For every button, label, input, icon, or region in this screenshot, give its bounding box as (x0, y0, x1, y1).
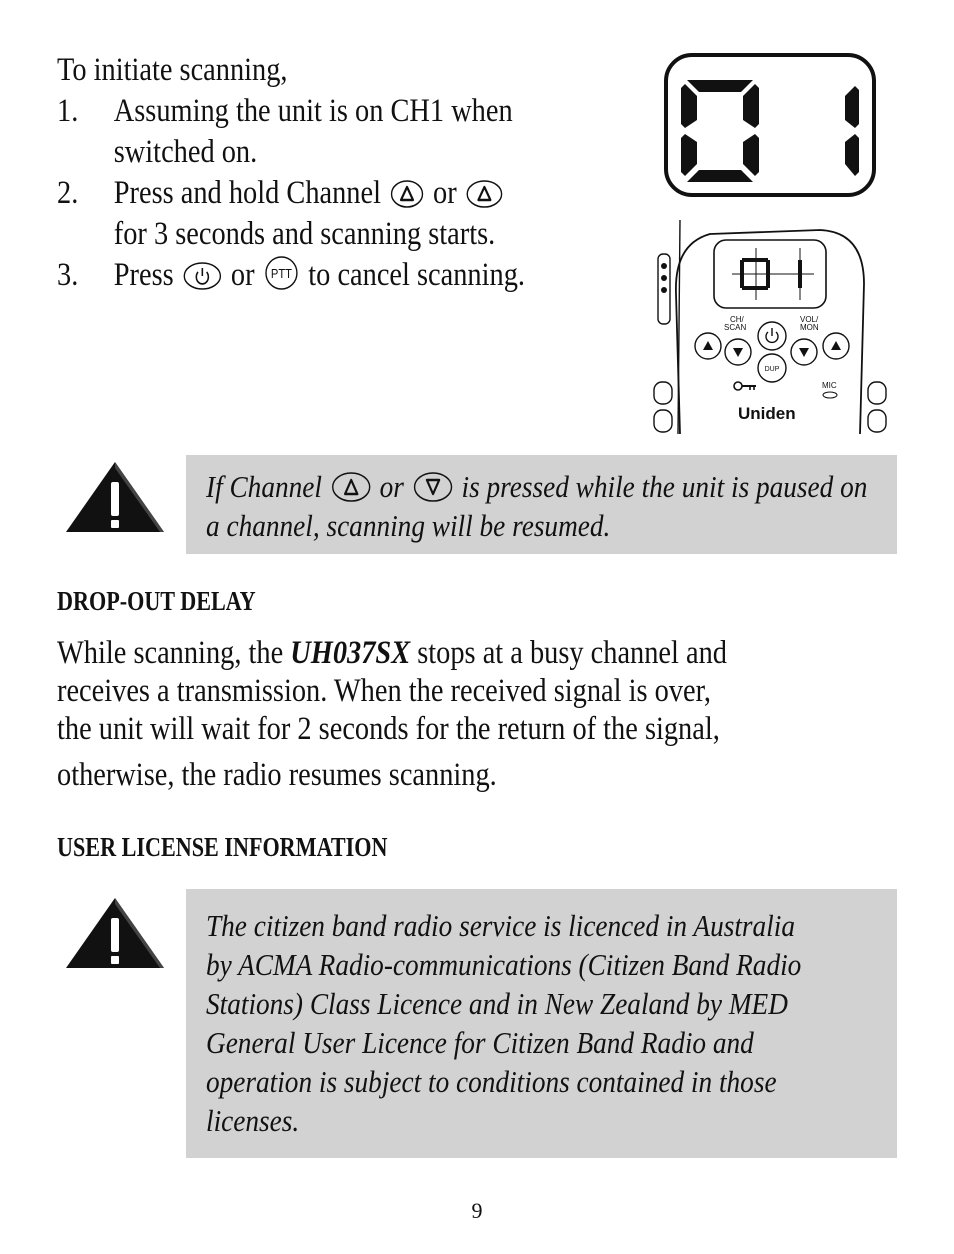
warning-icon (66, 462, 164, 532)
ptt-icon: PTT (265, 256, 298, 290)
dup-label: DUP (765, 366, 780, 373)
step-1: 1. Assuming the unit is on CH1 when swit… (57, 93, 513, 170)
ch-scan-label-bottom: SCAN (724, 323, 746, 332)
step-2: 2. Press and hold Channel or for 3 secon… (57, 173, 539, 255)
channel-up-icon (466, 180, 503, 208)
radio-illustration: CH/ SCAN VOL/ MON DUP MIC Uniden (653, 219, 887, 435)
page-number: 9 (471, 1198, 483, 1223)
vol-mon-label-bottom: MON (800, 323, 819, 332)
license-note: The citizen band radio service is licenc… (186, 889, 897, 1158)
brand-logo: Uniden (738, 404, 796, 423)
lcd-channel-value: 01 (663, 52, 665, 53)
key-lock-icon (733, 381, 756, 391)
scan-resume-note: If Channel or is pressed while the unit … (186, 455, 897, 554)
channel-up-icon (331, 472, 370, 502)
svg-text:PTT: PTT (271, 266, 293, 281)
dropout-delay-paragraph: While scanning, the UH037SX stops at a b… (57, 635, 727, 793)
step-3: 3. Press or PTT to cancel scanning. (57, 256, 525, 293)
channel-down-icon (413, 472, 452, 502)
ch-scan-label-top: CH/ (730, 315, 745, 324)
warning-icon (66, 898, 164, 968)
scan-instructions: To initiate scanning, 1. Assuming the un… (57, 50, 539, 296)
scan-steps: 1. Assuming the unit is on CH1 when swit… (57, 91, 539, 296)
intro-lead: To initiate scanning, (57, 52, 288, 88)
section-heading-dropout-delay: DROP-OUT DELAY (57, 586, 256, 616)
lcd-digit-1 (845, 86, 859, 176)
channel-up-icon (390, 180, 424, 208)
mic-label: MIC (822, 381, 837, 390)
lcd-digit-0 (681, 80, 759, 182)
power-icon (183, 262, 222, 290)
section-heading-user-license: USER LICENSE INFORMATION (57, 832, 388, 862)
vol-mon-label-top: VOL/ (800, 315, 819, 324)
model-name: UH037SX (290, 635, 411, 671)
lcd-display-illustration: 01 (663, 52, 876, 197)
side-buttons (653, 253, 887, 433)
radio-screen-segments (732, 248, 814, 300)
